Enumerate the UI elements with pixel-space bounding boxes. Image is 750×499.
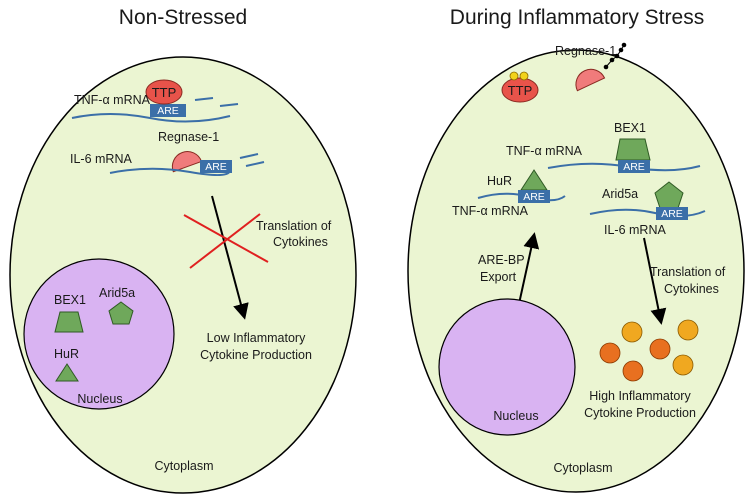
right-il6-are-label: ARE	[661, 208, 683, 220]
right-ttp-label: TTP	[508, 83, 533, 98]
left-low-label-1: Low Inflammatory	[207, 331, 306, 345]
left-regnase-protein	[171, 151, 203, 173]
right-il6-mrna	[589, 208, 706, 217]
right-phospho-dot	[614, 53, 620, 59]
right-cytoplasm-label: Cytoplasm	[553, 461, 612, 475]
cytokine-dot	[672, 354, 694, 376]
left-hur-protein	[55, 363, 79, 382]
left-cytoplasm-label: Cytoplasm	[154, 459, 213, 473]
left-title: Non-Stressed	[119, 6, 247, 29]
cytokine-dot	[622, 360, 644, 382]
right-nucleus	[438, 298, 576, 436]
left-il6-mrna	[109, 167, 231, 176]
left-il6-are-label: ARE	[205, 161, 227, 173]
left-il6-fragment	[239, 153, 259, 159]
left-tnf-are-box	[150, 104, 186, 117]
right-tnf-are-box-bottom	[518, 190, 550, 203]
right-translation-arrow	[643, 237, 667, 325]
right-ttp-phospho	[509, 71, 519, 81]
right-tnf-are-box-top	[618, 160, 650, 173]
right-ttp-phospho	[519, 71, 529, 81]
left-low-label-2: Cytokine Production	[200, 348, 312, 362]
left-regnase-label: Regnase-1	[158, 130, 219, 144]
right-export-label-1: ARE-BP	[478, 253, 525, 267]
left-block-cross	[189, 213, 261, 269]
right-phospho-dot	[609, 57, 615, 63]
left-arid5a-label: Arid5a	[99, 286, 135, 300]
left-translation-label-2: Cytokines	[273, 235, 328, 249]
left-translation-arrow	[211, 195, 249, 320]
left-ttp-label: TTP	[152, 85, 177, 100]
right-tnf-are-label-top: ARE	[623, 161, 645, 173]
right-hur-label: HuR	[487, 174, 512, 188]
left-block-cross	[183, 214, 269, 263]
right-phospho-dot	[618, 47, 624, 53]
right-tnf-label-top: TNF-α mRNA	[506, 144, 583, 158]
right-high-label-2: Cytokine Production	[584, 406, 696, 420]
left-arid5a-protein	[108, 301, 134, 325]
left-il6-fragment	[245, 161, 265, 167]
left-tnf-are-label: ARE	[157, 105, 179, 117]
cytokine-dot	[649, 338, 671, 360]
right-phospho-dot	[621, 42, 627, 48]
right-il6-are-box	[656, 207, 688, 220]
right-translation-label-2: Cytokines	[664, 282, 719, 296]
left-nucleus	[23, 258, 175, 410]
right-regnase-protein	[575, 68, 606, 92]
right-phospho-dot	[603, 64, 609, 70]
left-il6-label: IL-6 mRNA	[70, 152, 132, 166]
cytokine-dot	[677, 319, 699, 341]
right-tnf-are-label-bottom: ARE	[523, 191, 545, 203]
right-translation-label-1: Translation of	[650, 265, 726, 279]
right-bex1-label: BEX1	[614, 121, 646, 135]
right-high-label-1: High Inflammatory	[589, 389, 691, 403]
right-il6-label: IL-6 mRNA	[604, 223, 666, 237]
right-export-label-2: Export	[480, 270, 517, 284]
right-bex1-protein	[615, 138, 651, 161]
left-ttp-protein	[145, 79, 183, 105]
left-tnf-label: TNF-α mRNA	[74, 93, 151, 107]
cytokine-dot	[621, 321, 643, 343]
right-nucleus-label: Nucleus	[493, 409, 538, 423]
left-hur-label: HuR	[54, 347, 79, 361]
right-arid5a-label: Arid5a	[602, 187, 638, 201]
left-bex1-protein	[54, 311, 84, 333]
right-title: During Inflammatory Stress	[450, 6, 704, 29]
right-ttp-protein	[501, 77, 539, 103]
left-tnf-fragment	[194, 97, 214, 101]
right-regnase-label: Regnase-1	[555, 44, 616, 58]
cytokine-dot	[599, 342, 621, 364]
left-il6-are-box	[200, 160, 232, 173]
left-tnf-mrna	[71, 113, 231, 123]
left-tnf-fragment	[219, 103, 239, 107]
left-translation-label-1: Translation of	[256, 219, 332, 233]
left-nucleus-label: Nucleus	[77, 392, 122, 406]
left-bex1-label: BEX1	[54, 293, 86, 307]
right-tnf-label-bottom: TNF-α mRNA	[452, 204, 529, 218]
